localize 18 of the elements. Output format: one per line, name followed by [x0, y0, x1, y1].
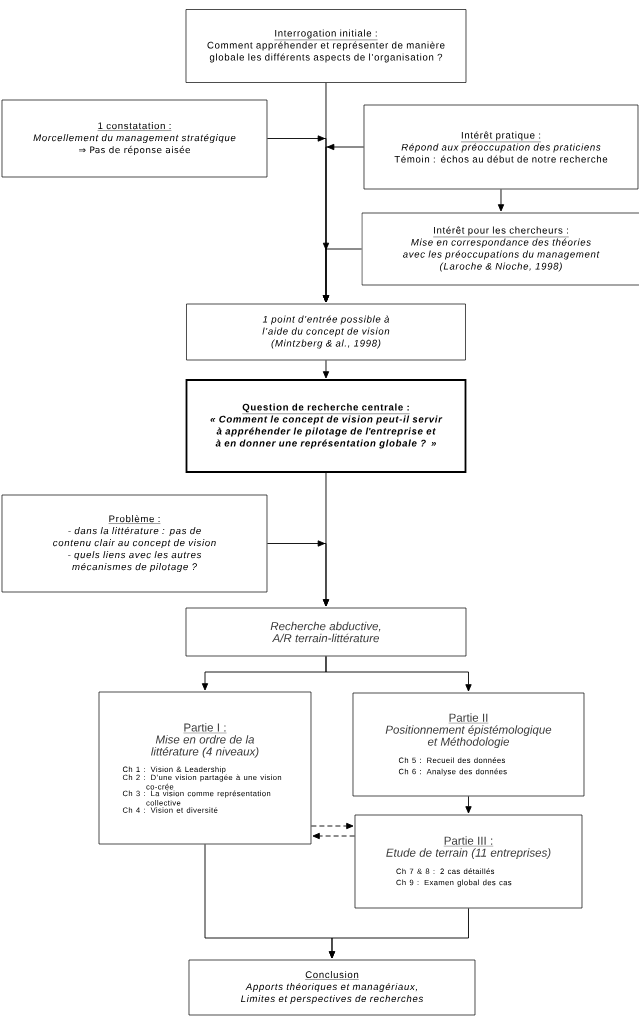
question-box: Question de recherche centrale : « Comment le concept de vision peut-il servir à appréhender le pilotage de l'entreprise et à en donner une représentation globale ? » — [185, 379, 467, 473]
process-box: Intérêt pour les chercheurs : Mise en correspondance des théories avec les préoccupations du management (Laroche & Nioche, 1998) — [361, 212, 639, 286]
arrow — [266, 540, 330, 607]
process-box: Interrogation initiale : Comment appréhender et représenter de manière globale les différents aspects de l’organisation ? — [185, 9, 467, 83]
process-box: Problème : - dans la littérature : pas de contenu clair au concept de vision - quels liens avec les autres mécanismes de pilotage ? — [1, 494, 268, 593]
process-box: 1 constatation : Morcellement du management stratégique ⇒ Pas de réponse aisée — [1, 99, 268, 178]
arrow — [322, 242, 363, 303]
process-box: 1 point d’entrée possible à l’aide du concept de vision (Mintzberg & al., 1998) — [186, 303, 466, 361]
dashed-arrow — [310, 822, 354, 830]
arrow — [465, 795, 472, 814]
process-box: Recherche abductive, A/R terrain-littérature — [185, 607, 467, 657]
process-box: Conclusion Apports théoriques et managériaux, Limites et perspectives de recherches — [188, 959, 476, 1016]
process-box: Intérêt pratique : Répond aux préoccupation des praticiens Témoin : échos au début de notre recherche — [363, 104, 639, 190]
dashed-arrow — [312, 832, 356, 840]
arrow — [325, 655, 472, 692]
arrow — [322, 359, 330, 379]
arrow — [497, 188, 505, 212]
arrow — [328, 907, 469, 959]
